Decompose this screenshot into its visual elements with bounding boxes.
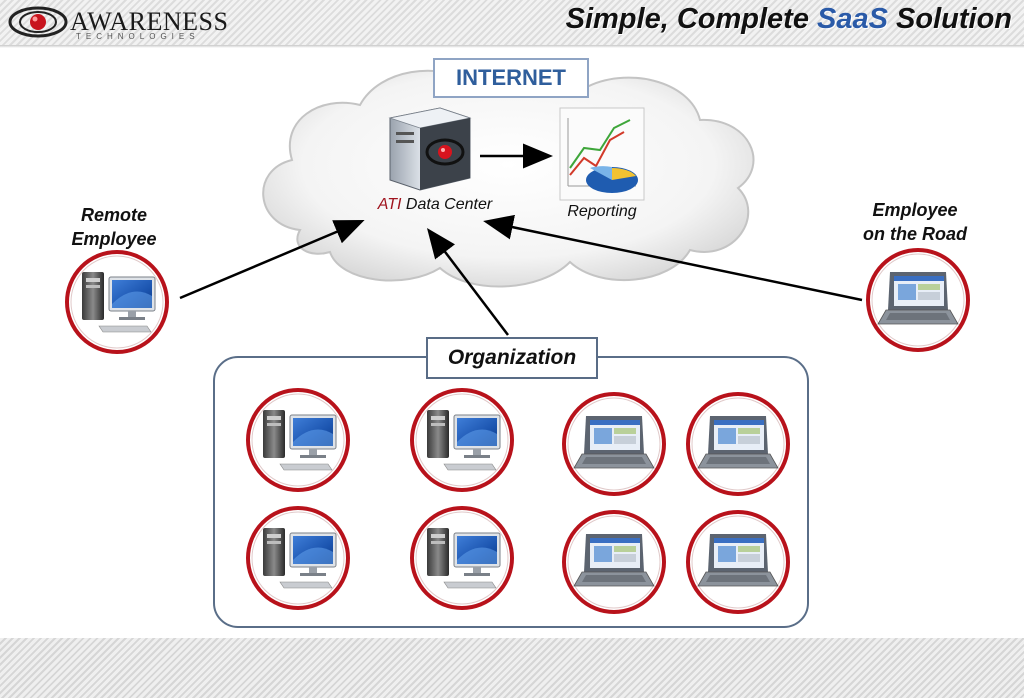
logo-wordmark: AWARENESS	[70, 7, 229, 36]
org-desktop-computer-icon	[410, 506, 514, 610]
datacenter-label: ATI Data Center	[360, 196, 510, 214]
remote-desktop-computer-icon	[65, 250, 169, 354]
remote-to-datacenter-arrow	[179, 220, 365, 300]
logo-eye-icon	[8, 6, 68, 38]
internet-cloud	[262, 64, 755, 288]
org-desktop-computer-icon	[410, 388, 514, 492]
organization-to-datacenter-arrow	[426, 228, 509, 336]
remote-label-line1: Remote	[80, 205, 147, 225]
awareness-logo: AWARENESS TECHNOLOGIES	[8, 4, 228, 42]
org-laptop-icon	[562, 392, 666, 496]
org-desktop-computer-icon	[246, 506, 350, 610]
title-part1: Simple, Complete	[565, 3, 818, 35]
datacenter-label-text: Data Center	[401, 196, 493, 213]
datacenter-server-icon	[388, 107, 472, 191]
road-to-datacenter-arrow	[483, 214, 863, 302]
title-accent: SaaS	[817, 3, 888, 35]
title-part2: Solution	[887, 3, 1012, 35]
road-laptop-icon	[866, 248, 970, 352]
footer-bar	[0, 638, 1024, 698]
remote-employee-label: Remote Employee	[54, 203, 174, 251]
page-title: Simple, Complete SaaS Solution	[566, 3, 1012, 36]
org-laptop-icon	[686, 510, 790, 614]
header-divider	[0, 45, 1024, 48]
org-laptop-icon	[686, 392, 790, 496]
org-desktop-computer-icon	[246, 388, 350, 492]
reporting-label: Reporting	[567, 203, 637, 220]
logo-subtext: TECHNOLOGIES	[76, 32, 200, 41]
remote-label-line2: Employee	[71, 229, 157, 249]
datacenter-ati-prefix: ATI	[377, 196, 402, 213]
internet-label-box: INTERNET	[433, 58, 589, 98]
org-laptop-icon	[562, 510, 666, 614]
organization-label-box: Organization	[426, 337, 598, 379]
employee-on-road-label: Employee on the Road	[850, 198, 980, 246]
reporting-chart-icon	[559, 107, 645, 201]
road-label-line1: Employee	[872, 200, 958, 220]
road-label-line2: on the Road	[863, 224, 967, 244]
